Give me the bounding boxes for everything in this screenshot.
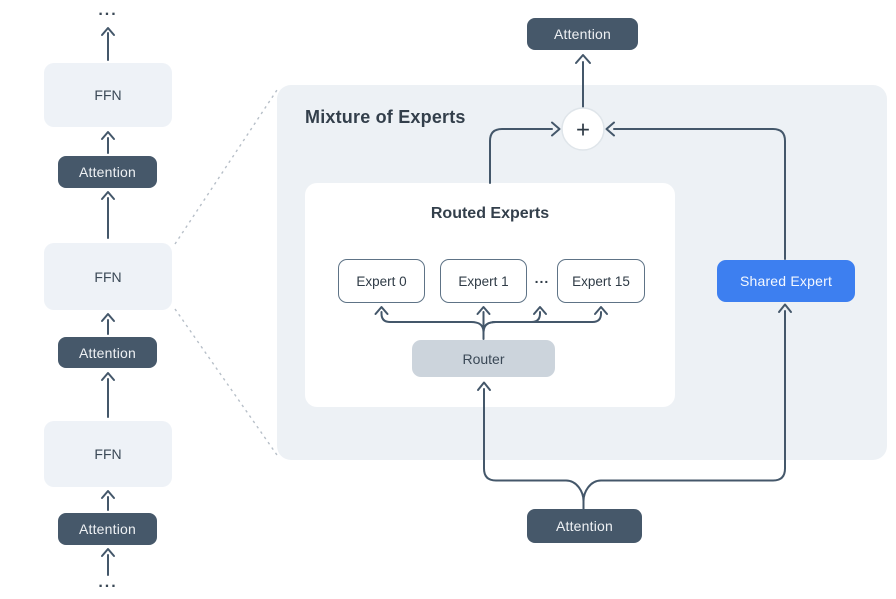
shared-expert-box: Shared Expert [717,260,855,302]
sum-symbol: + [576,117,590,144]
attention-label: Attention [555,518,614,534]
expert-1-box: Expert 1 [440,259,527,303]
ffn-block-middle: FFN [44,243,172,310]
attention-label: Attention [78,521,137,537]
expert-0-box: Expert 0 [338,259,425,303]
left-stack-ellipsis-bottom: ... [98,574,118,591]
moe-bottom-attention-box: Attention [527,509,642,543]
expert-label: Expert 15 [572,273,630,289]
ffn-block-top: FFN [44,63,172,127]
expert-15-box: Expert 15 [557,259,645,303]
attention-block-bottom: Attention [58,513,157,545]
ffn-label: FFN [94,268,122,285]
router-to-experts-arrows [374,306,608,340]
experts-ellipsis: ... [534,270,550,286]
shared-expert-label: Shared Expert [739,273,833,289]
ffn-label: FFN [94,446,122,462]
sum-node: + [561,107,605,151]
zoom-link-dotted-lines [174,89,278,456]
moe-top-attention-box: Attention [527,18,638,50]
attention-label: Attention [78,164,137,180]
routed-experts-title: Routed Experts [430,205,550,222]
expert-label: Expert 1 [458,273,509,289]
shared-to-sum-arrow [605,121,786,260]
attention-block-top: Attention [58,156,157,188]
router-box: Router [412,340,555,377]
left-stack-ellipsis-top: ... [98,2,118,19]
ffn-label: FFN [94,87,122,103]
moe-panel-title: Mixture of Experts [305,107,466,127]
left-stack-arrows [101,27,115,576]
sum-to-attention-arrow [575,54,591,108]
router-label: Router [462,350,505,367]
routed-to-sum-arrow [489,121,561,184]
attention-label: Attention [553,26,612,42]
attention-block-middle: Attention [58,337,157,368]
expert-label: Expert 0 [356,273,407,289]
ffn-block-bottom: FFN [44,421,172,487]
attention-label: Attention [78,344,137,361]
attention-split-arrows [477,303,792,510]
